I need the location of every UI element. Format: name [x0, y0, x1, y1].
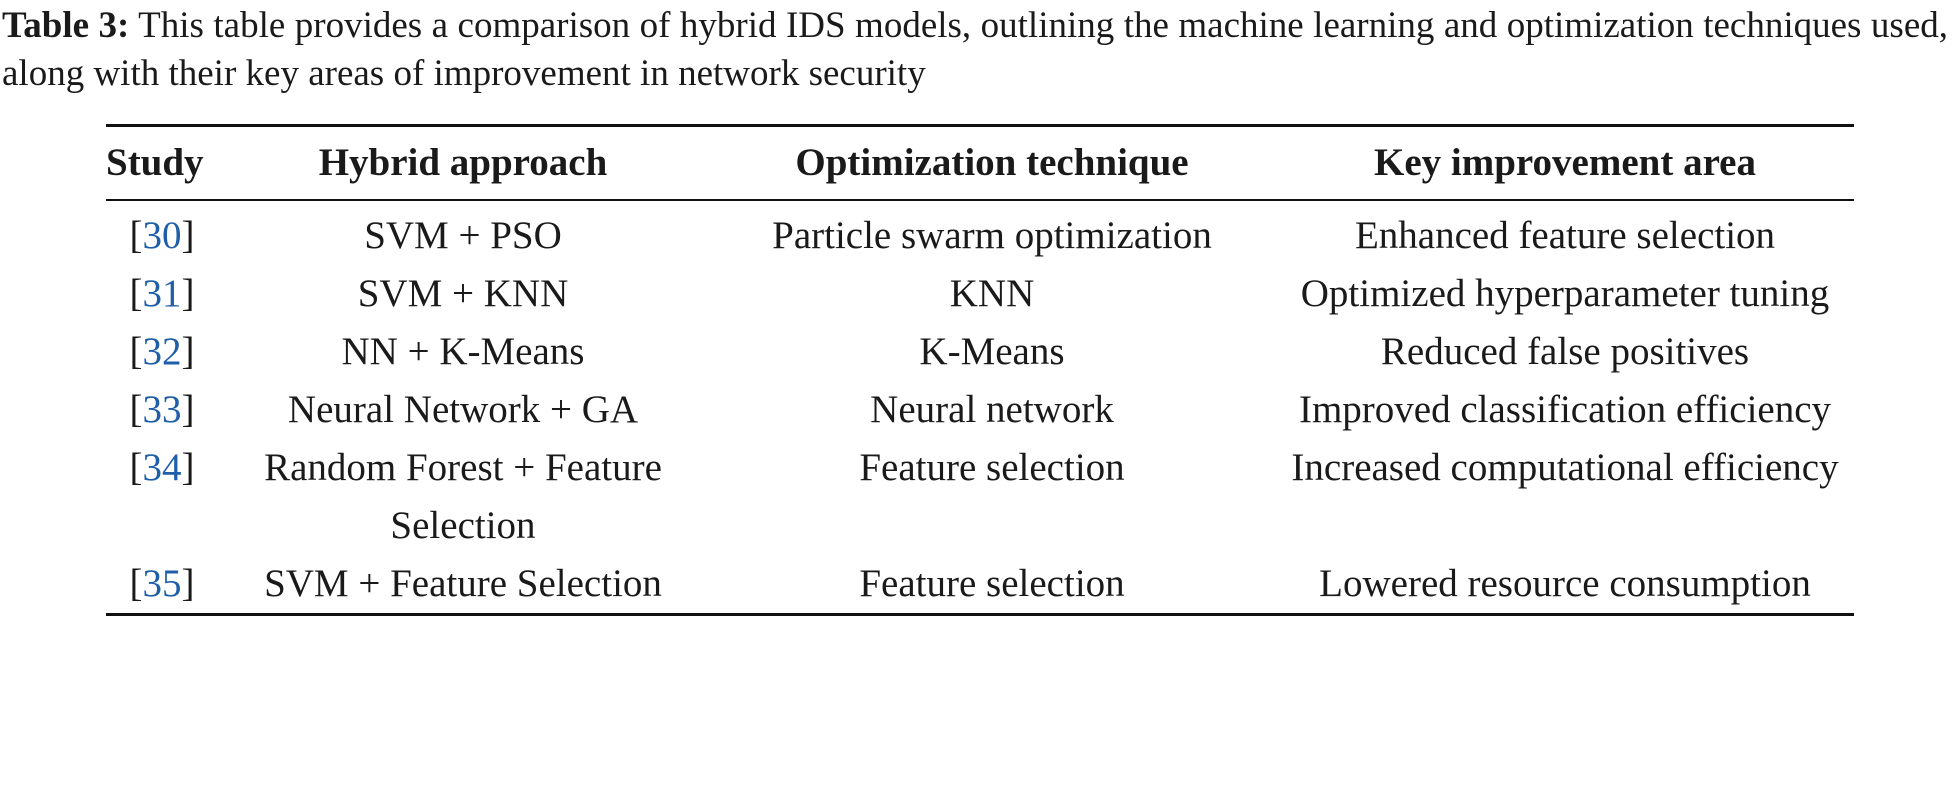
hybrid-cell: NN + K-Means	[341, 330, 585, 373]
improvement-cell: Reduced false positives	[1380, 330, 1750, 373]
table-caption: Table 3: This table provides a compariso…	[2, 2, 1948, 98]
optimization-cell: Particle swarm optimization	[772, 214, 1212, 257]
table-row: [32] NN + K-Means K-Means Reduced false …	[106, 323, 1854, 381]
study-cell: [33]	[129, 388, 195, 431]
hybrid-cell: SVM + KNN	[357, 272, 569, 315]
improvement-cell: Lowered resource consumption	[1319, 562, 1811, 605]
hybrid-cell: Neural Network + GA	[287, 388, 639, 431]
citation-link[interactable]: 34	[142, 446, 182, 489]
citation-link[interactable]: 30	[142, 214, 182, 257]
improvement-cell: Increased computational efficiency	[1291, 446, 1839, 489]
table-row: [34] Random Forest + Feature Selection F…	[106, 439, 1854, 555]
citation-link[interactable]: 33	[142, 388, 182, 431]
improvement-cell: Enhanced feature selection	[1354, 214, 1776, 257]
study-cell: [34]	[129, 446, 195, 489]
optimization-cell: KNN	[949, 272, 1035, 315]
hybrid-cell: SVM + PSO	[364, 214, 562, 257]
caption-label: Table 3:	[2, 5, 130, 46]
citation-link[interactable]: 35	[142, 562, 182, 605]
optimization-cell: K-Means	[919, 330, 1065, 373]
citation-link[interactable]: 31	[142, 272, 182, 315]
table-row: [31] SVM + KNN KNN Optimized hyperparame…	[106, 265, 1854, 323]
comparison-table: Study Hybrid approach Optimization techn…	[106, 124, 1854, 616]
table-row: [33] Neural Network + GA Neural network …	[106, 381, 1854, 439]
improvement-cell: Optimized hyperparameter tuning	[1300, 272, 1830, 315]
citation-link[interactable]: 32	[142, 330, 182, 373]
improvement-cell: Improved classification efficiency	[1298, 388, 1832, 431]
hybrid-cell: Random Forest + Feature Selection	[264, 446, 662, 547]
header-study: Study	[106, 141, 204, 184]
table-row: [30] SVM + PSO Particle swarm optimizati…	[106, 200, 1854, 265]
table-row: [35] SVM + Feature Selection Feature sel…	[106, 555, 1854, 615]
optimization-cell: Neural network	[870, 388, 1114, 431]
hybrid-cell: SVM + Feature Selection	[264, 562, 662, 605]
study-cell: [31]	[129, 272, 195, 315]
study-cell: [32]	[129, 330, 195, 373]
caption-text: This table provides a comparison of hybr…	[2, 5, 1948, 94]
optimization-cell: Feature selection	[859, 446, 1125, 489]
optimization-cell: Feature selection	[859, 562, 1125, 605]
header-key-improvement-area: Key improvement area	[1374, 141, 1756, 184]
table-header-row: Study Hybrid approach Optimization techn…	[106, 125, 1854, 200]
study-cell: [30]	[129, 214, 195, 257]
study-cell: [35]	[129, 562, 195, 605]
header-hybrid-approach: Hybrid approach	[318, 141, 608, 184]
header-optimization-technique: Optimization technique	[795, 141, 1189, 184]
